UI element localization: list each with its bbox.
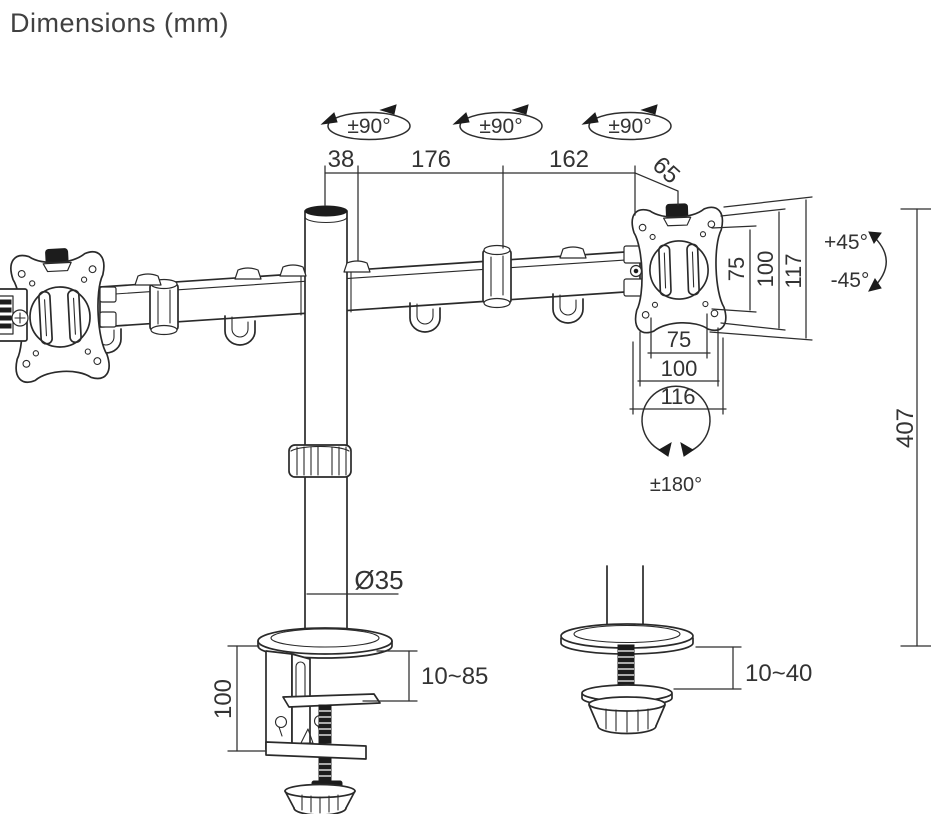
cable-clip (552, 293, 584, 324)
left-vesa-plate (0, 245, 117, 384)
dim-label-grommet-range: 10~40 (745, 660, 812, 687)
rotation-label-center-joint: ±90° (479, 115, 522, 138)
left-plate-clamp (0, 288, 29, 342)
clamp-dimension-lines (227, 645, 418, 752)
swivel-symbol-center (452, 104, 543, 141)
swivel-symbol-right (581, 104, 672, 141)
monitor-arm (90, 244, 641, 354)
cable-clip (224, 315, 256, 346)
center-pole (134, 205, 587, 659)
rotation-label-right-joint: ±90° (608, 115, 651, 138)
grommet-screw (617, 644, 635, 690)
pole-cap (304, 205, 348, 217)
page-title: Dimensions (mm) (10, 8, 229, 38)
dim-label-65: 65 (647, 151, 685, 189)
dim-label-407: 407 (892, 408, 919, 448)
dim-label-38: 38 (328, 146, 355, 173)
dim-label-clamp-100: 100 (210, 679, 237, 719)
rotation-label-left-joint: ±90° (347, 115, 390, 138)
dim-label-vesa-h-100: 100 (661, 356, 698, 381)
arm-joint-center (482, 244, 512, 309)
head-rotation-symbol (641, 385, 711, 457)
dim-label-clamp-range: 10~85 (421, 663, 488, 690)
dim-label-vesa-h-75: 75 (667, 327, 691, 352)
cable-clip (409, 302, 441, 333)
swivel-symbol-left (320, 104, 411, 141)
top-dimension-chain (324, 165, 679, 262)
pole-height-dimension (900, 208, 931, 647)
tilt-label-up: +45° (824, 231, 868, 254)
dim-label-pole-diameter: Ø35 (354, 565, 403, 595)
right-vesa-plate (623, 201, 728, 334)
dim-label-plate-116: 116 (660, 384, 695, 409)
dim-label-plate-117: 117 (781, 253, 806, 288)
grommet-dimension-lines (673, 646, 742, 690)
clamp-base-detail (265, 650, 381, 814)
dim-label-162: 162 (549, 146, 589, 173)
clamp-knob (284, 783, 356, 814)
dim-label-176: 176 (411, 146, 451, 173)
tilt-label-down: -45° (831, 269, 870, 292)
arm-joint-left (149, 278, 179, 336)
grommet-base-detail (560, 565, 694, 735)
grommet-anchor-basket (588, 696, 666, 735)
tilt-annotation (868, 231, 887, 292)
dim-label-vesa-v-75: 75 (724, 257, 749, 281)
dim-label-vesa-v-100: 100 (753, 251, 778, 288)
vesa-dimension-lines (629, 196, 813, 415)
rotation-label-head: ±180° (650, 474, 702, 496)
pole-collar (288, 444, 352, 478)
